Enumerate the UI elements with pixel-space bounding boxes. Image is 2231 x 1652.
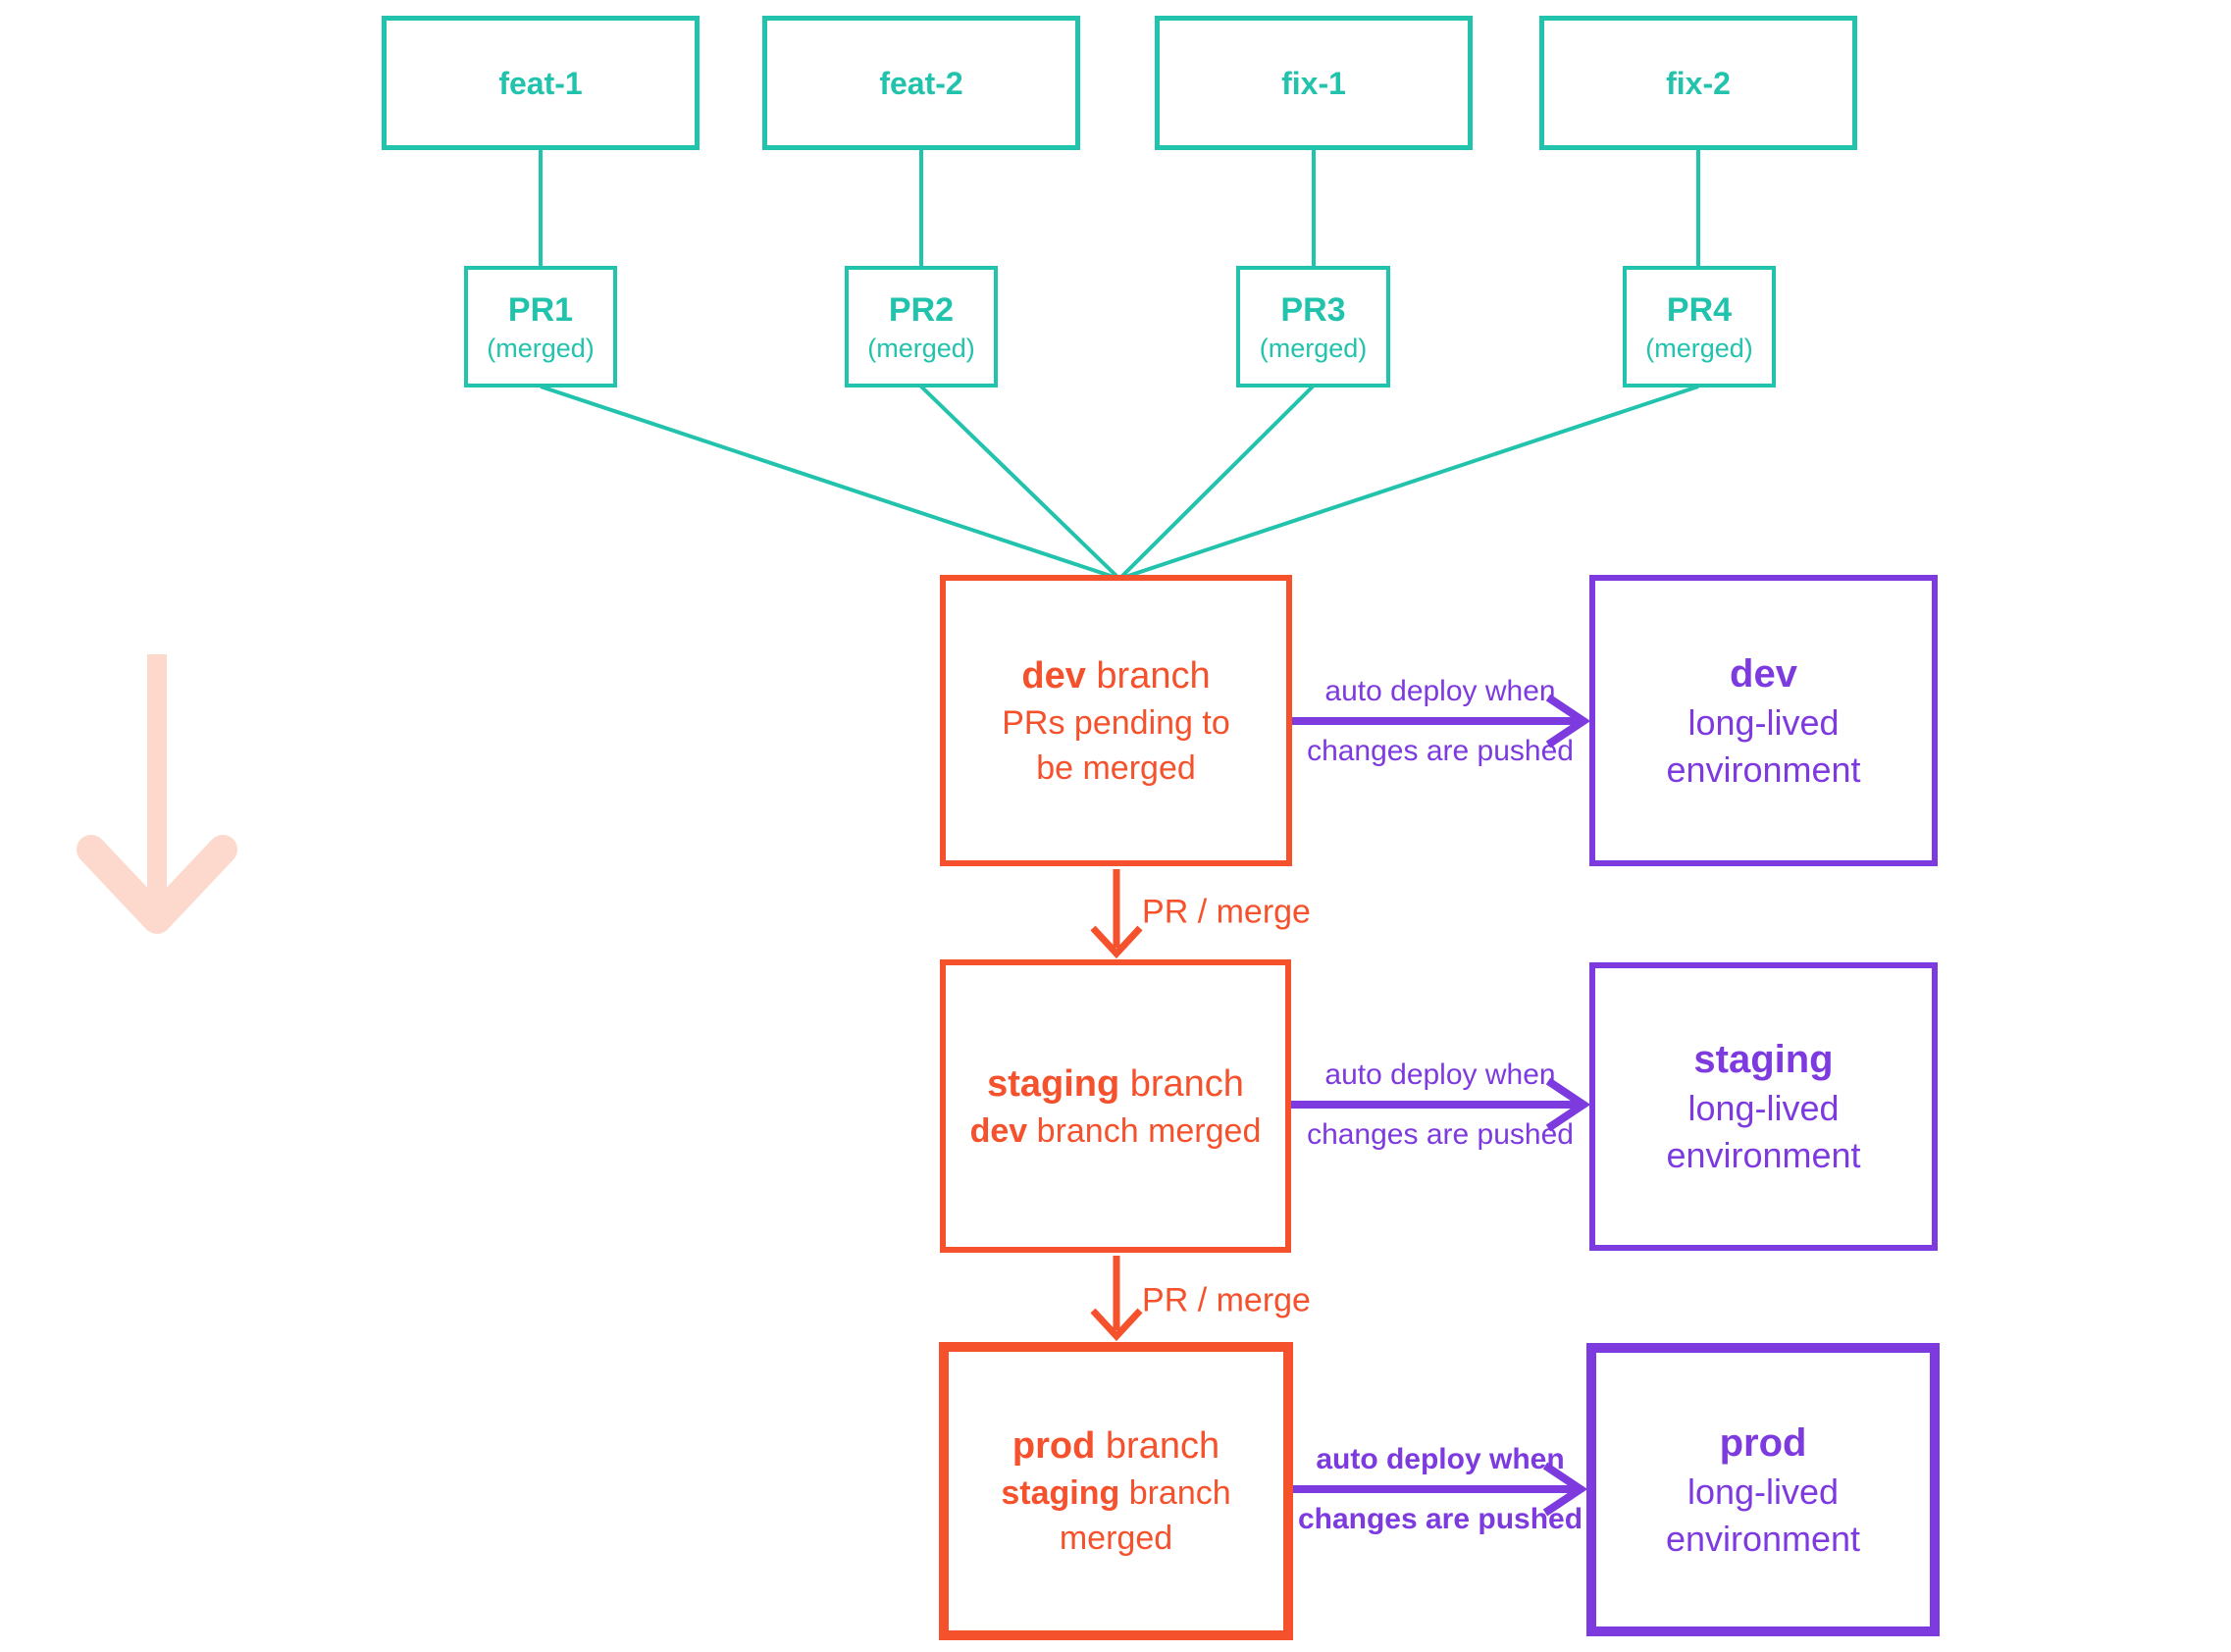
environment-desc: environment — [1666, 749, 1861, 790]
pr-status: (merged) — [1259, 334, 1368, 363]
environment-desc: long-lived — [1687, 1088, 1840, 1128]
branch-desc: dev branch merged — [970, 1109, 1262, 1154]
branch-desc-rest: branch — [1119, 1474, 1231, 1512]
top-branch-box-fix-1: fix-1 — [1155, 16, 1473, 150]
environment-desc: environment — [1665, 1518, 1861, 1559]
top-branch-label: fix-1 — [1281, 65, 1346, 101]
down-arrow-icon-head — [77, 835, 237, 934]
prod-environment-box: prod long-lived environment — [1586, 1343, 1940, 1636]
top-branch-label: feat-1 — [498, 65, 583, 101]
branch-title-rest: branch — [1119, 1062, 1244, 1105]
top-branch-box-feat-2: feat-2 — [762, 16, 1080, 150]
staging-environment-box: staging long-lived environment — [1589, 962, 1938, 1251]
branch-title: staging branch — [987, 1059, 1244, 1109]
deploy-label-line: auto deploy when — [1316, 1443, 1565, 1475]
deploy-label-dev: auto deploy when changes are pushed — [1293, 661, 1587, 781]
deploy-label-prod: auto deploy when changes are pushed — [1293, 1429, 1587, 1549]
branch-desc-rest: be merged — [1036, 749, 1196, 787]
arrow-staging-to-prod-head — [1090, 1308, 1143, 1342]
environment-desc: long-lived — [1686, 1471, 1840, 1512]
deploy-label-line: auto deploy when — [1324, 675, 1556, 707]
pr-label: PR4 — [1666, 291, 1733, 329]
merge-label-dev-staging: PR / merge — [1142, 893, 1311, 931]
branch-desc-bold: staging — [1001, 1474, 1120, 1512]
pr-status: (merged) — [487, 334, 595, 363]
connector-pr4-dev — [1118, 385, 1699, 581]
connector-pr2-dev — [919, 385, 1121, 581]
deploy-label-line: changes are pushed — [1307, 735, 1574, 767]
branch-desc: be merged — [1036, 746, 1196, 791]
top-branch-box-feat-1: feat-1 — [382, 16, 700, 150]
branch-title: dev branch — [1021, 651, 1210, 700]
branch-title: prod branch — [1012, 1421, 1219, 1471]
arrow-prodbranch-to-prodenv-head — [1542, 1462, 1588, 1517]
merge-label-staging-prod: PR / merge — [1142, 1281, 1311, 1319]
branch-title-bold: dev — [1021, 654, 1086, 697]
environment-desc: environment — [1666, 1135, 1861, 1175]
prod-branch-box: prod branch staging branch merged — [939, 1342, 1293, 1640]
pr-status: (merged) — [1645, 334, 1753, 363]
environment-name: dev — [1730, 651, 1797, 696]
branch-title-rest: branch — [1085, 654, 1211, 697]
connector-pr3-dev — [1117, 385, 1315, 581]
deploy-label-line: changes are pushed — [1297, 1503, 1583, 1535]
environment-name: prod — [1719, 1420, 1807, 1465]
arrow-stagingbranch-to-stagingenv-head — [1545, 1077, 1591, 1132]
top-branch-label: feat-2 — [879, 65, 963, 101]
environment-desc: long-lived — [1687, 701, 1840, 743]
branch-title-rest: branch — [1095, 1425, 1220, 1467]
branch-desc: staging branch — [1001, 1471, 1230, 1516]
pr-status: (merged) — [867, 334, 975, 363]
pr-box-1: PR1 (merged) — [464, 266, 617, 387]
pr-box-3: PR3 (merged) — [1236, 266, 1390, 387]
deploy-label-line: changes are pushed — [1307, 1118, 1574, 1151]
connector-pr1-dev — [540, 385, 1120, 581]
environment-name: staging — [1693, 1038, 1834, 1081]
deploy-label-staging: auto deploy when changes are pushed — [1293, 1045, 1587, 1164]
branch-title-bold: staging — [987, 1062, 1120, 1105]
dev-environment-box: dev long-lived environment — [1589, 575, 1938, 866]
staging-branch-box: staging branch dev branch merged — [940, 959, 1291, 1253]
top-branch-label: fix-2 — [1666, 65, 1731, 101]
branch-desc-rest: merged — [1059, 1520, 1173, 1557]
pr-box-4: PR4 (merged) — [1623, 266, 1776, 387]
branch-desc-bold: dev — [969, 1111, 1028, 1150]
dev-branch-box: dev branch PRs pending to be merged — [940, 575, 1292, 866]
branch-desc-rest: PRs pending to — [1002, 703, 1230, 742]
arrow-dev-to-staging-head — [1090, 925, 1143, 959]
pr-label: PR3 — [1280, 291, 1346, 329]
branch-desc: PRs pending to — [1002, 700, 1230, 746]
pr-label: PR2 — [888, 291, 955, 329]
branch-desc-rest: branch merged — [1027, 1111, 1262, 1150]
top-branch-box-fix-2: fix-2 — [1539, 16, 1857, 150]
branch-desc: merged — [1060, 1516, 1172, 1561]
deploy-label-line: auto deploy when — [1324, 1058, 1556, 1091]
pr-box-2: PR2 (merged) — [845, 266, 998, 387]
arrow-devbranch-to-devenv-head — [1545, 694, 1591, 749]
pr-label: PR1 — [507, 291, 574, 329]
branch-title-bold: prod — [1012, 1425, 1096, 1467]
